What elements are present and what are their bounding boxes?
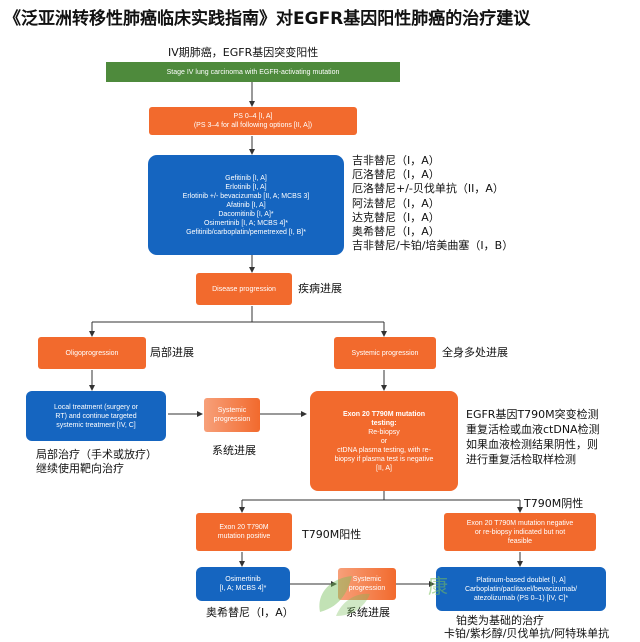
ps-line-1: PS 0–4 [I, A] — [233, 113, 273, 120]
stage-iv-text: Stage IV lung carcinoma with EGFR-activa… — [166, 68, 340, 76]
osimertinib-box: Osimertinib [I, A; MCBS 4]* — [196, 567, 290, 601]
ps-box: PS 0–4 [I, A] (PS 3–4 for all following … — [149, 107, 357, 135]
systemic-bottom-cn: 系统进展 — [346, 606, 390, 619]
platinum-cn-line: 卡铂/紫杉醇/贝伐单抗/阿特珠单抗 — [444, 627, 610, 640]
osimertinib-cn: 奥希替尼（I，A） — [206, 606, 294, 619]
neg-line: feasible — [507, 537, 533, 545]
testing-line: [II, A] — [376, 464, 392, 472]
platinum-cn: 铂类为基础的治疗 卡铂/紫杉醇/贝伐单抗/阿特珠单抗 — [444, 614, 609, 640]
local-cn-line: 局部治疗（手术或放疗） — [36, 448, 157, 461]
first-line-cn-item: 吉非替尼/卡铂/培美曲塞（I，B） — [352, 239, 514, 253]
progression-cn: 疾病进展 — [298, 282, 342, 295]
platinum-cn-line: 铂类为基础的治疗 — [456, 614, 544, 627]
systemic-small-box: Systemic progression — [204, 398, 260, 432]
platinum-box: Platinum-based doublet [I, A] Carboplati… — [436, 567, 606, 611]
systemic-small-cn: 系统进展 — [212, 444, 256, 457]
first-line-cn: 吉非替尼（I，A） 厄洛替尼（I，A） 厄洛替尼+/-贝伐单抗（II，A） 阿法… — [352, 154, 513, 253]
local-line: RT) and continue targeted — [55, 412, 137, 420]
testing-line: testing: — [371, 419, 397, 427]
watermark-text: 康 — [428, 574, 448, 598]
systemic-bottom-box: Systemic progression — [338, 568, 396, 600]
osim-line: Osimertinib — [225, 576, 261, 583]
systemic-small-line: progression — [213, 416, 251, 423]
t790m-cn: EGFR基因T790M突变检测 重复活检或血液ctDNA检测 如果血液检测结果阴… — [466, 407, 600, 467]
first-line-item: Gefitinib [I, A] — [225, 174, 267, 182]
local-line: Local treatment (surgery or — [53, 403, 139, 411]
neg-line: or re-biopsy indicated but not — [474, 528, 566, 536]
testing-line: ctDNA plasma testing, with re- — [337, 446, 431, 454]
t790m-positive-box: Exon 20 T790M mutation positive — [196, 513, 292, 551]
first-line-item: Erlotinib +/- bevacizumab [II, A; MCBS 3… — [182, 192, 310, 200]
t790m-negative-box: Exon 20 T790M mutation negative or re-bi… — [444, 513, 596, 551]
systemic-cn: 全身多处进展 — [442, 346, 508, 359]
platinum-line: Platinum-based doublet [I, A] — [476, 576, 566, 584]
systemic-progression-box: Systemic progression — [334, 337, 436, 369]
first-line-cn-item: 吉非替尼（I，A） — [352, 154, 440, 167]
top-label: IV期肺癌，EGFR基因突变阳性 — [168, 46, 319, 59]
platinum-line: atezolizumab (PS 0–1) [IV, C]* — [473, 594, 569, 602]
watermark-logo — [319, 576, 370, 616]
first-line-item: Osimertinib [I, A; MCBS 4]* — [203, 219, 289, 227]
t790m-cn-line: 重复活检或血液ctDNA检测 — [466, 423, 600, 436]
oligoprogression-text: Oligoprogression — [65, 349, 119, 357]
testing-line: biopsy if plasma test is negative — [334, 455, 434, 463]
testing-line: or — [380, 437, 388, 445]
page-title: 《泛亚洲转移性肺癌临床实践指南》对EGFR基因阳性肺癌的治疗建议 — [4, 9, 531, 29]
systemic-progression-text: Systemic progression — [351, 349, 419, 357]
t790m-testing-box: Exon 20 T790M mutation testing: Re-biops… — [310, 391, 458, 491]
t790m-cn-line: EGFR基因T790M突变检测 — [466, 408, 599, 421]
first-line-item: Afatinib [I, A] — [226, 201, 266, 209]
first-line-box: Gefitinib [I, A] Erlotinib [I, A] Erloti… — [148, 155, 344, 255]
disease-progression-text: Disease progression — [212, 285, 276, 293]
t790m-cn-line: 进行重复活检取样检测 — [466, 453, 576, 466]
first-line-item: Dacomitinib [I, A]* — [218, 210, 274, 218]
local-line: systemic treatment [IV, C] — [56, 421, 136, 429]
pos-line: mutation positive — [217, 533, 271, 540]
first-line-item: Gefitinib/carboplatin/pemetrexed [I, B]* — [186, 228, 306, 236]
local-cn: 局部治疗（手术或放疗） 继续使用靶向治疗 — [36, 448, 157, 476]
t790m-cn-line: 如果血液检测结果阴性，则 — [466, 438, 598, 451]
platinum-line: Carboplatin/paclitaxel/bevacizumab/ — [464, 585, 578, 593]
pos-line: Exon 20 T790M — [219, 524, 269, 531]
testing-line: Exon 20 T790M mutation — [342, 410, 426, 418]
neg-line: Exon 20 T790M mutation negative — [466, 519, 574, 527]
first-line-cn-item: 厄洛替尼+/-贝伐单抗（II，A） — [352, 182, 504, 196]
local-cn-line: 继续使用靶向治疗 — [36, 462, 124, 475]
systemic-small-line: Systemic — [217, 407, 247, 414]
local-treatment-box: Local treatment (surgery or RT) and cont… — [26, 391, 166, 441]
first-line-cn-item: 达克替尼（I，A） — [352, 210, 440, 224]
first-line-cn-item: 厄洛替尼（I，A） — [352, 168, 440, 182]
testing-line: Re-biopsy — [368, 428, 400, 436]
systemic-bottom-line: progression — [348, 585, 386, 592]
t790m-neg-cn: T790M阴性 — [524, 497, 584, 510]
osim-line: [I, A; MCBS 4]* — [219, 585, 267, 592]
first-line-cn-item: 阿法替尼（I，A） — [352, 196, 440, 210]
oligoprogression-box: Oligoprogression — [38, 337, 146, 369]
ps-line-2: (PS 3–4 for all following options [II, A… — [193, 122, 313, 129]
systemic-bottom-line: Systemic — [352, 576, 382, 583]
t790m-pos-cn: T790M阳性 — [302, 528, 362, 541]
first-line-cn-item: 奥希替尼（I，A） — [352, 225, 440, 239]
disease-progression-box: Disease progression — [196, 273, 292, 305]
oligo-cn: 局部进展 — [150, 346, 194, 359]
stage-iv-box: Stage IV lung carcinoma with EGFR-activa… — [106, 62, 400, 82]
first-line-item: Erlotinib [I, A] — [225, 183, 267, 191]
